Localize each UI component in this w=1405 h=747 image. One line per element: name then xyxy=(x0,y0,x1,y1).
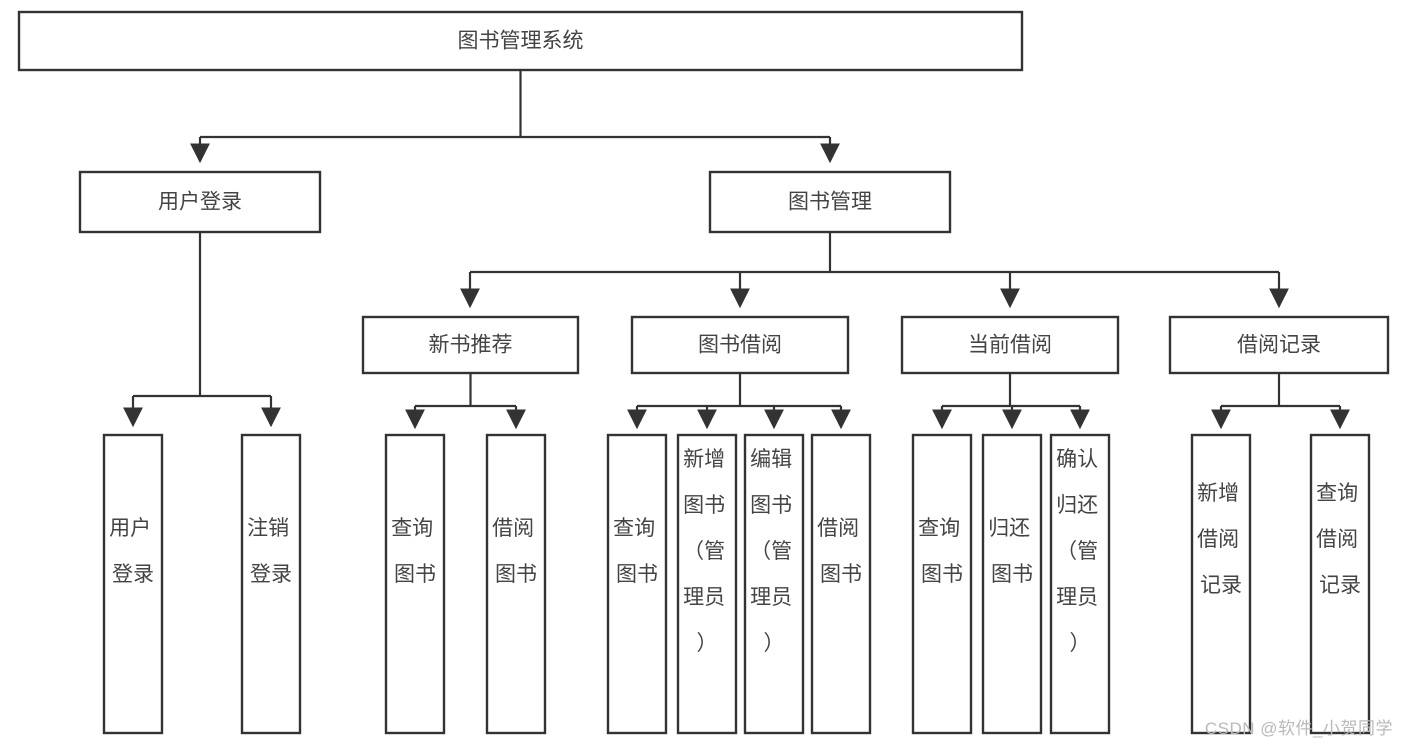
leaf-query-book-3-box xyxy=(911,433,973,735)
leaf-query-book-3-label: 查询 图书 xyxy=(918,517,966,586)
leaf-borrow-book-1-box xyxy=(485,433,547,735)
leaf-query-book-2-label: 查询 图书 xyxy=(613,517,661,586)
connector-user-login-to-leaves xyxy=(123,232,281,428)
leaf-query-book-1-box xyxy=(384,433,446,735)
node-user-login[interactable]: 用户登录 xyxy=(78,170,322,234)
leaf-query-record-box xyxy=(1309,433,1371,735)
leaf-return-book-box xyxy=(981,433,1043,735)
leaf-add-book[interactable]: 新增 图书 （管 理员 ） xyxy=(676,433,738,735)
connector-book-manage-to-level3 xyxy=(460,232,1289,309)
node-current-borrow-box xyxy=(900,315,1120,375)
leaf-query-book-1[interactable]: 查询 图书 xyxy=(384,433,446,735)
leaf-logout-label: 注销 登录 xyxy=(247,517,295,586)
leaf-edit-book-label: 编辑 图书 （管 理员 ） xyxy=(750,448,798,655)
leaf-add-book-box xyxy=(676,433,738,735)
leaf-logout[interactable]: 注销 登录 xyxy=(240,433,302,735)
node-borrow-record-label: 借阅记录 xyxy=(1237,334,1321,357)
leaf-confirm-return-box xyxy=(1049,433,1111,735)
connector-borrow-record-to-leaves xyxy=(1211,373,1350,430)
node-user-login-box xyxy=(78,170,322,234)
node-user-login-label: 用户登录 xyxy=(158,191,242,214)
leaf-add-record-label: 新增 借阅 记录 xyxy=(1197,482,1245,597)
leaf-add-book-label: 新增 图书 （管 理员 ） xyxy=(683,448,731,655)
leaf-query-book-3[interactable]: 查询 图书 xyxy=(911,433,973,735)
leaf-confirm-return[interactable]: 确认 归还 （管 理员 ） xyxy=(1049,433,1111,735)
leaf-borrow-book-2-label: 借阅 图书 xyxy=(817,517,865,586)
connector-current-borrow-to-leaves xyxy=(932,373,1090,430)
leaf-borrow-book-1-label: 借阅 图书 xyxy=(492,517,540,586)
leaf-return-book-label: 归还 图书 xyxy=(988,517,1036,586)
connector-new-book-recommend-to-leaves xyxy=(405,373,526,430)
leaf-borrow-book-2-box xyxy=(810,433,872,735)
connector-book-borrow-to-leaves xyxy=(627,373,851,430)
node-new-book-recommend-label: 新书推荐 xyxy=(429,334,513,357)
node-book-manage[interactable]: 图书管理 xyxy=(708,170,952,234)
node-book-borrow-label: 图书借阅 xyxy=(698,334,782,357)
leaf-query-record-label: 查询 借阅 记录 xyxy=(1316,482,1364,597)
node-new-book-recommend[interactable]: 新书推荐 xyxy=(361,315,580,375)
leaf-query-book-2-box xyxy=(606,433,668,735)
node-root-box xyxy=(17,10,1024,72)
leaf-borrow-book-2[interactable]: 借阅 图书 xyxy=(810,433,872,735)
node-borrow-record[interactable]: 借阅记录 xyxy=(1168,315,1390,375)
leaf-query-record[interactable]: 查询 借阅 记录 xyxy=(1309,433,1371,735)
leaf-user-login[interactable]: 用户 登录 xyxy=(102,433,164,735)
leaf-logout-box xyxy=(240,433,302,735)
leaf-edit-book[interactable]: 编辑 图书 （管 理员 ） xyxy=(743,433,805,735)
leaf-query-book-2[interactable]: 查询 图书 xyxy=(606,433,668,735)
leaf-edit-book-box xyxy=(743,433,805,735)
leaf-query-book-1-label: 查询 图书 xyxy=(391,517,439,586)
leaf-confirm-return-label: 确认 归还 （管 理员 ） xyxy=(1056,448,1104,655)
leaf-add-record-box xyxy=(1190,433,1252,735)
csdn-watermark: CSDN @软件_小贺同学 xyxy=(1204,719,1393,738)
node-root[interactable]: 图书管理系统 xyxy=(17,10,1024,72)
node-current-borrow[interactable]: 当前借阅 xyxy=(900,315,1120,375)
leaf-add-record[interactable]: 新增 借阅 记录 xyxy=(1190,433,1252,735)
node-root-label: 图书管理系统 xyxy=(458,30,584,53)
leaf-user-login-box xyxy=(102,433,164,735)
connector-root-to-level2 xyxy=(190,70,840,164)
leaf-borrow-book-1[interactable]: 借阅 图书 xyxy=(485,433,547,735)
leaf-return-book[interactable]: 归还 图书 xyxy=(981,433,1043,735)
node-current-borrow-label: 当前借阅 xyxy=(968,334,1052,357)
node-new-book-recommend-box xyxy=(361,315,580,375)
node-book-manage-label: 图书管理 xyxy=(788,191,872,214)
leaf-user-login-label: 用户 登录 xyxy=(109,517,157,586)
node-book-borrow[interactable]: 图书借阅 xyxy=(630,315,850,375)
